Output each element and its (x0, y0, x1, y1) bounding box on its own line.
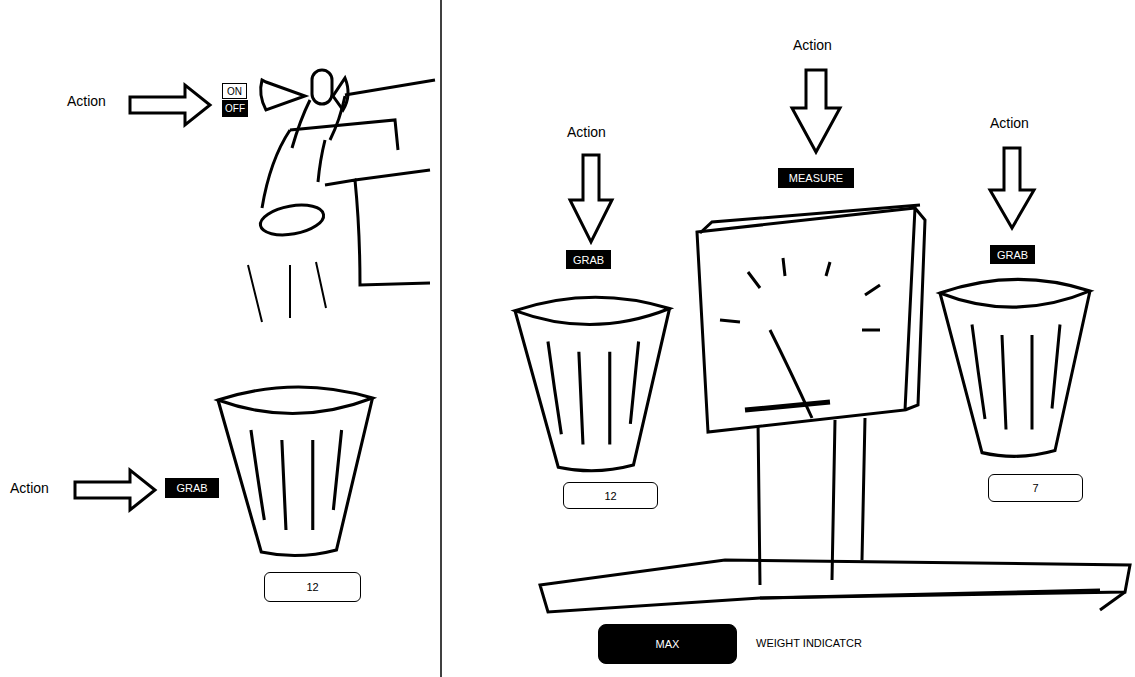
faucet-knob (312, 70, 332, 104)
scale-base-edge (760, 590, 1125, 610)
count-box: 12 (264, 572, 361, 602)
weight-indicator-label: WEIGHT INDICATCR (756, 637, 862, 649)
on-button: ON (222, 83, 247, 99)
faucet-neck (290, 120, 398, 150)
scale-head-top (700, 205, 920, 233)
action-label: Action (793, 37, 832, 53)
panel-divider (440, 0, 442, 677)
left-cup (218, 387, 373, 556)
max-button: MAX (598, 624, 737, 664)
node-text: 12 (306, 581, 318, 593)
weighing-scale (540, 205, 1130, 612)
node-text: MAX (656, 638, 680, 650)
node-text: OFF (225, 103, 245, 114)
node-text: MEASURE (789, 172, 843, 184)
action-arrow (570, 155, 612, 242)
node-text: 7 (1032, 482, 1038, 494)
grab-button: GRAB (990, 245, 1035, 264)
pipe-top (345, 80, 435, 95)
node-text: 12 (604, 490, 616, 502)
action-label: Action (10, 480, 49, 496)
grab-button: GRAB (566, 250, 611, 269)
scale-head (697, 208, 925, 432)
node-text: ON (227, 86, 242, 97)
spout-opening (258, 201, 326, 240)
node-text: GRAB (573, 254, 604, 266)
faucet-spout (262, 130, 325, 208)
dial-pivot (745, 402, 830, 410)
action-arrow (792, 70, 840, 152)
pipe-upper (355, 170, 430, 180)
action-label: Action (990, 115, 1029, 131)
measure-button: MEASURE (778, 168, 854, 188)
off-button: OFF (222, 100, 248, 117)
node-text: GRAB (997, 249, 1028, 261)
faucet-handle-left (261, 80, 305, 110)
faucet (248, 70, 435, 322)
action-arrow (75, 470, 155, 510)
action-arrow (990, 148, 1034, 228)
action-label: Action (567, 124, 606, 140)
node-text: GRAB (176, 482, 207, 494)
pipe-body (325, 180, 430, 285)
scale-column (758, 418, 865, 585)
right-cup-right (940, 279, 1090, 456)
grab-button: GRAB (165, 478, 219, 498)
action-label: Action (67, 93, 106, 109)
water-spray (248, 262, 326, 322)
count-box: 12 (563, 482, 658, 509)
count-box: 7 (988, 474, 1083, 502)
dial-ticks (720, 258, 880, 330)
action-arrow (130, 85, 210, 125)
scale-base (540, 560, 1130, 612)
right-cup-left (515, 297, 670, 471)
